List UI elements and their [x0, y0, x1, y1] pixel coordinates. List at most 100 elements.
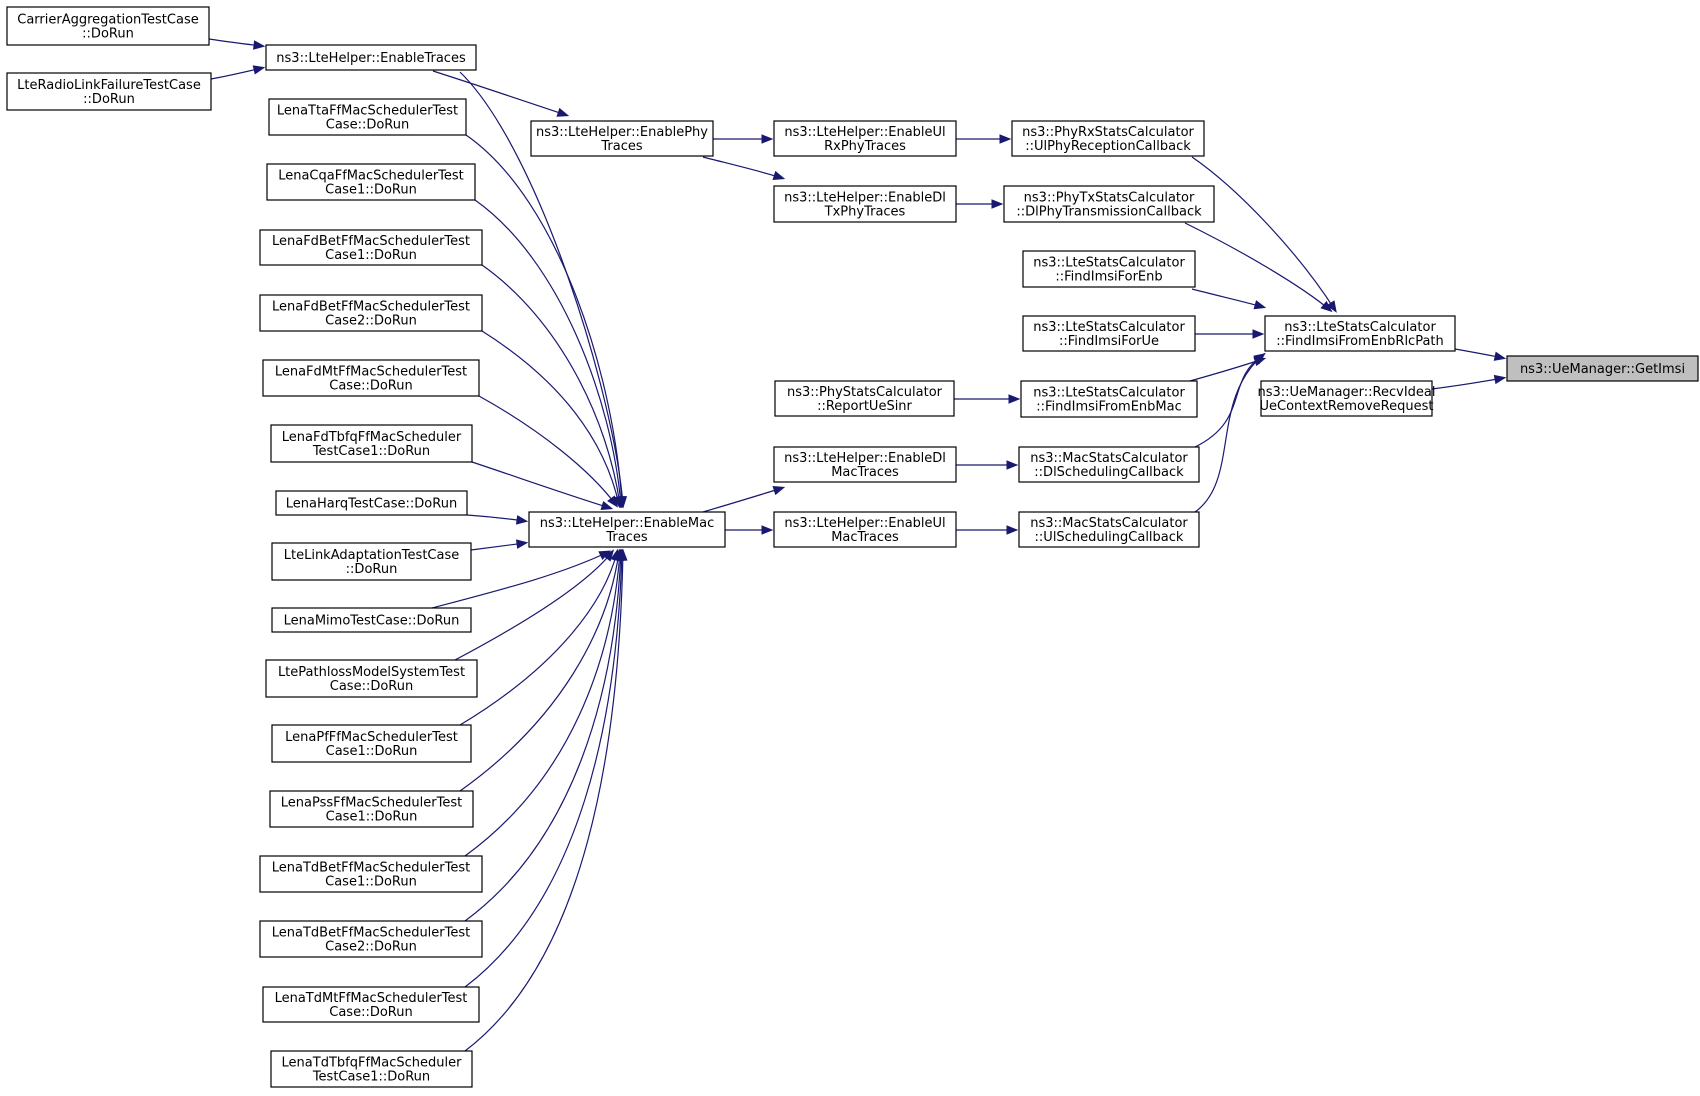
- node-label: ::DoRun: [346, 562, 398, 577]
- node-recvidealuecontextremove[interactable]: ns3::UeManager::RecvIdealUeContextRemove…: [1257, 380, 1436, 417]
- node-label: Case2::DoRun: [325, 314, 417, 329]
- node-box: [773, 185, 957, 223]
- node-label: ::ReportUeSinr: [817, 399, 912, 414]
- node-box: [1506, 355, 1699, 382]
- edge-enableulmactraces-to-ulschedulingcallback: [956, 525, 1019, 535]
- node-lenaharq[interactable]: LenaHarqTestCase::DoRun: [275, 490, 468, 516]
- edge-arrowhead: [1326, 300, 1337, 313]
- node-label: TestCase1::DoRun: [312, 444, 430, 459]
- node-box: [270, 424, 473, 463]
- node-ulphyreceptioncallback[interactable]: ns3::PhyRxStatsCalculator::UlPhyReceptio…: [1011, 120, 1205, 157]
- edge-arrowhead: [999, 134, 1012, 144]
- edge-line: [432, 70, 567, 116]
- edge-line: [464, 551, 622, 922]
- edge-line: [464, 551, 623, 988]
- node-dlphytransmissioncallback[interactable]: ns3::PhyTxStatsCalculator::DlPhyTransmis…: [1003, 185, 1215, 223]
- edge-dlphytransmissioncallback-to-findimsifromenbrlcpath: [1184, 222, 1333, 313]
- edge-enabledlmactraces-to-dlschedulingcallback: [956, 460, 1019, 470]
- node-label: LtePathlossModelSystemTest: [278, 665, 465, 680]
- edge-findimsiforue-to-findimsifromenbrlcpath: [1195, 329, 1265, 339]
- node-label: ::UlPhyReceptionCallback: [1025, 139, 1191, 154]
- edge-arrowhead: [556, 107, 570, 117]
- edge-arrowhead: [515, 515, 529, 525]
- edge-line: [481, 264, 621, 506]
- node-findimsiforue[interactable]: ns3::LteStatsCalculator::FindImsiForUe: [1022, 315, 1196, 352]
- node-label: TxPhyTraces: [824, 205, 906, 220]
- node-label: LenaMimoTestCase::DoRun: [284, 614, 460, 629]
- edge-enabledltxphytraces-to-dlphytransmissioncallback: [956, 199, 1004, 209]
- node-label: LenaPssFfMacSchedulerTest: [281, 796, 462, 811]
- node-reportuesinr[interactable]: ns3::PhyStatsCalculator::ReportUeSinr: [774, 380, 955, 417]
- node-box: [530, 120, 714, 157]
- node-findimsifromenbrlcpath[interactable]: ns3::LteStatsCalculator::FindImsiFromEnb…: [1264, 315, 1456, 352]
- edge-line: [474, 199, 622, 506]
- edge-line: [478, 395, 617, 506]
- node-label: ns3::PhyStatsCalculator: [787, 385, 943, 400]
- edge-line: [1189, 358, 1264, 382]
- node-enabletraces[interactable]: ns3::LteHelper::EnableTraces: [265, 44, 477, 71]
- node-label: LenaPfFfMacSchedulerTest: [285, 730, 458, 745]
- edge-arrowhead: [1252, 329, 1265, 339]
- node-ltelinkadaptation[interactable]: LteLinkAdaptationTestCase::DoRun: [271, 542, 472, 581]
- edge-arrowhead: [772, 486, 786, 496]
- edge-arrowhead: [252, 65, 266, 75]
- edge-arrowhead: [1006, 525, 1019, 535]
- node-ulschedulingcallback[interactable]: ns3::MacStatsCalculator::UlSchedulingCal…: [1018, 511, 1200, 548]
- node-getimsi[interactable]: ns3::UeManager::GetImsi: [1506, 355, 1699, 382]
- edge-lenafdtbfqff-to-enablemactraces: [471, 461, 614, 510]
- edge-line: [459, 551, 618, 726]
- node-box: [1020, 380, 1198, 418]
- node-label: Case1::DoRun: [326, 744, 418, 759]
- edge-arrowhead: [603, 549, 615, 562]
- node-box: [1260, 380, 1433, 417]
- edge-lteradiolinkfailure-to-enabletraces: [210, 65, 266, 80]
- node-findimsifromenbmac[interactable]: ns3::LteStatsCalculator::FindImsiFromEnb…: [1020, 380, 1198, 418]
- node-carrieraggregation[interactable]: CarrierAggregationTestCase::DoRun: [6, 6, 210, 46]
- edge-lenapfff-to-enablemactraces: [459, 548, 620, 726]
- edge-line: [1191, 288, 1264, 308]
- node-label: ns3::PhyRxStatsCalculator: [1022, 125, 1194, 140]
- node-findimsiforenb[interactable]: ns3::LteStatsCalculator::FindImsiForEnb: [1022, 250, 1196, 288]
- edges-layer: [208, 38, 1507, 1052]
- edge-line: [465, 134, 623, 506]
- node-label: ns3::LteHelper::EnableTraces: [276, 51, 466, 66]
- node-box: [259, 294, 483, 332]
- node-lteradiolinkfailure[interactable]: LteRadioLinkFailureTestCase::DoRun: [6, 72, 212, 111]
- node-label: ns3::LteStatsCalculator: [1284, 320, 1436, 335]
- edge-line: [702, 487, 783, 513]
- node-label: Case::DoRun: [329, 1005, 412, 1020]
- edge-dlschedulingcallback-to-findimsifromenbrlcpath: [1194, 353, 1266, 448]
- edge-ulphyreceptioncallback-to-findimsifromenbrlcpath: [1191, 156, 1337, 313]
- edge-arrowhead: [515, 539, 529, 549]
- node-lenamimo[interactable]: LenaMimoTestCase::DoRun: [271, 607, 472, 633]
- edge-line: [1431, 377, 1504, 390]
- node-label: ns3::LteHelper::EnableUl: [784, 125, 945, 140]
- node-dlschedulingcallback[interactable]: ns3::MacStatsCalculator::DlSchedulingCal…: [1018, 446, 1200, 483]
- node-box: [773, 511, 957, 548]
- edge-lenaharq-to-enablemactraces: [466, 514, 529, 525]
- node-label: MacTraces: [831, 465, 899, 480]
- edge-line: [454, 551, 613, 661]
- edge-line: [1194, 354, 1264, 448]
- node-box: [6, 72, 212, 111]
- node-label: ns3::MacStatsCalculator: [1030, 451, 1188, 466]
